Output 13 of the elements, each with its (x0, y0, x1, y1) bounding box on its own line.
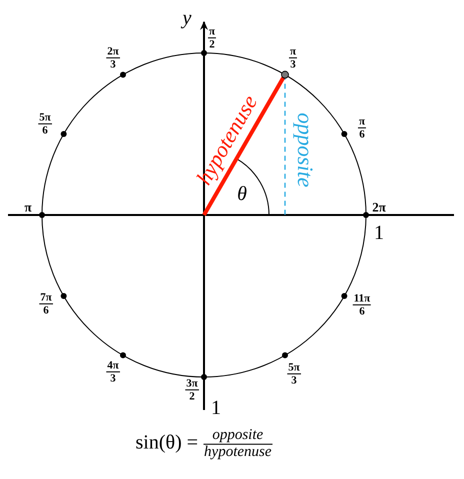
unit-label: 1 (374, 223, 384, 243)
angle-label: 7π 6 (39, 291, 53, 317)
unit-label: 1 (211, 398, 221, 418)
side-label: opposite (294, 112, 316, 188)
angle-label: 4π 3 (106, 359, 120, 385)
angle-label: 5π 6 (38, 111, 52, 137)
angle-label: 2π 3 (106, 45, 120, 71)
axis-label: y (182, 8, 192, 28)
angle-label: 5π 3 (287, 361, 301, 387)
angle-label: 2π (372, 200, 386, 214)
angle-label: 11π 6 (352, 292, 372, 318)
angle-label: π (24, 200, 32, 214)
angle-symbol: θ (237, 184, 247, 204)
